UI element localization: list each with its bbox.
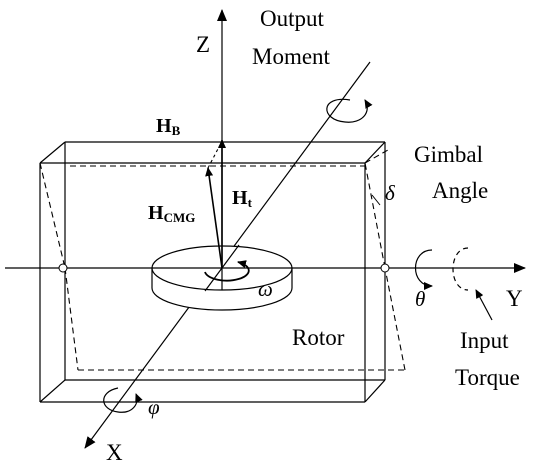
gimbal-angle-pointer (371, 194, 381, 206)
delta-symbol: δ (385, 181, 396, 205)
input-torque-label-2: Torque (455, 365, 520, 390)
left-pivot (58, 263, 68, 273)
ht-label: Ht (232, 187, 253, 210)
output-moment-label-2: Moment (252, 44, 331, 69)
phi-symbol: φ (148, 395, 160, 419)
gimbal-angle-label-2: Angle (432, 178, 488, 203)
axis-x-label: X (106, 440, 123, 465)
output-moment-arrow (326, 98, 373, 123)
gimbal-frame (39, 141, 386, 403)
hb-label: HB (156, 115, 181, 138)
axis-y-label: Y (506, 286, 523, 311)
axis-z-label: Z (196, 32, 210, 57)
input-torque-pointer (475, 289, 493, 321)
rotor-label: Rotor (292, 325, 345, 350)
theta-symbol: θ (415, 287, 425, 311)
omega-spin-arrow (204, 260, 250, 282)
output-moment-label-1: Output (260, 6, 325, 31)
input-torque-label-1: Input (460, 328, 509, 353)
tilted-frame-dashed (39, 149, 406, 371)
omega-symbol: ω (258, 277, 273, 301)
input-torque-dashed-arrow (452, 247, 469, 291)
hcmg-vector (207, 144, 221, 169)
gimbal-angle-label-1: Gimbal (414, 142, 483, 167)
hcmg-label: HCMG (148, 202, 195, 225)
right-pivot (380, 263, 390, 273)
phi-rotation-arrow (103, 387, 143, 413)
theta-rotation-arrow (415, 249, 433, 290)
ht-vector (205, 167, 223, 269)
